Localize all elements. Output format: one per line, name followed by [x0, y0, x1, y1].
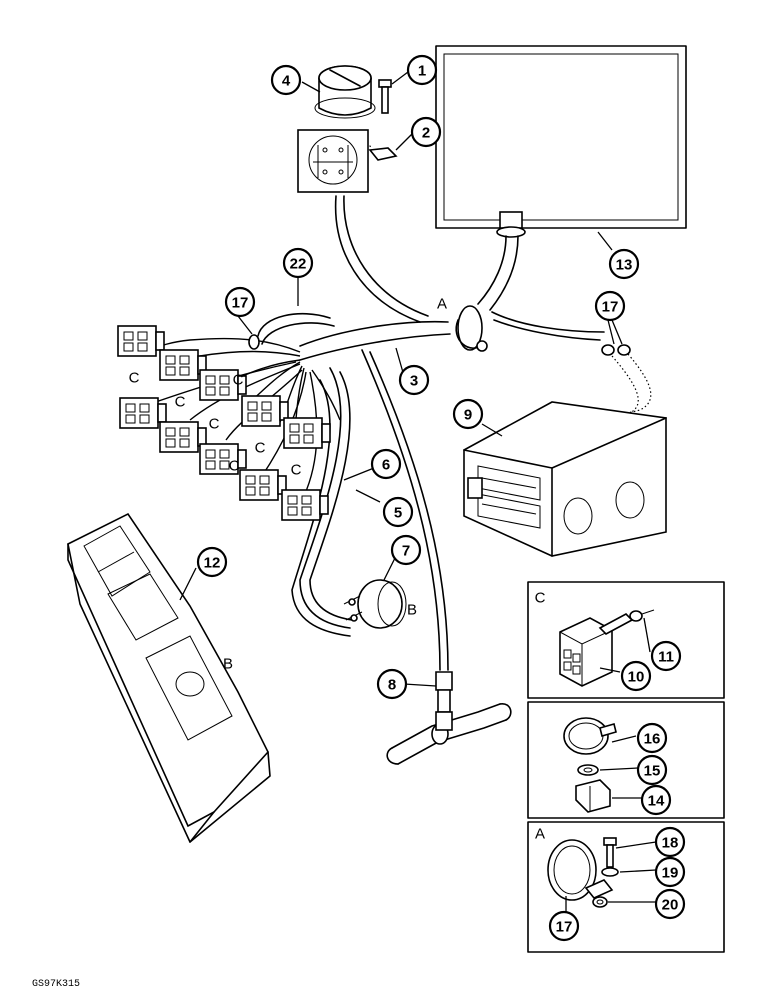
callout-22: 22 [282, 247, 314, 279]
callout-2: 2 [410, 116, 442, 148]
svg-text:10: 10 [628, 669, 645, 686]
washer-20 [601, 867, 619, 877]
svg-text:20: 20 [662, 897, 679, 914]
callout-13: 13 [608, 248, 640, 280]
callout-19: 18 [654, 826, 686, 858]
svg-text:8: 8 [388, 677, 396, 694]
p-clamp-18 [547, 839, 614, 901]
svg-text:15: 15 [644, 763, 661, 780]
label-C-4: C [233, 372, 244, 389]
connector-bundle [117, 325, 341, 521]
bolt-19 [603, 837, 617, 868]
callout-9: 9 [452, 398, 484, 430]
callouts: 1 2 4 22 17 17 13 3 9 6 5 12 7 8 11 10 1… [196, 54, 686, 942]
svg-text:16: 16 [644, 731, 661, 748]
callout-8: 8 [376, 668, 408, 700]
label-C-3: C [209, 416, 220, 433]
rotary-switch-4 [314, 65, 376, 119]
callout-3: 3 [398, 364, 430, 396]
retainer-14 [575, 779, 611, 813]
svg-text:17: 17 [602, 299, 619, 316]
label-A-main: A [437, 296, 447, 313]
svg-text:2: 2 [422, 125, 430, 142]
svg-text:17: 17 [556, 919, 573, 936]
svg-text:12: 12 [204, 555, 221, 572]
main-harness [257, 195, 605, 671]
callout-1: 1 [406, 54, 438, 86]
console-12 [67, 512, 271, 843]
heater-unit-9 [463, 401, 667, 557]
callout-14: 14 [640, 784, 672, 816]
bolt-1 [378, 79, 392, 114]
washer-15 [577, 764, 599, 776]
label-inset-C: C [535, 590, 546, 607]
callout-11: 11 [650, 640, 682, 672]
label-C-5: C [255, 440, 266, 457]
clip-2 [354, 131, 398, 161]
drawing-reference-code: GS97K315 [32, 979, 80, 990]
callout-18: 17 [548, 910, 580, 942]
svg-text:14: 14 [648, 793, 665, 810]
svg-text:9: 9 [464, 407, 472, 424]
callout-20: 19 [654, 856, 686, 888]
gauge-7 [343, 579, 407, 629]
svg-text:5: 5 [394, 505, 402, 522]
sender-8 [386, 671, 512, 765]
svg-text:4: 4 [282, 73, 291, 90]
svg-text:19: 19 [662, 865, 679, 882]
callout-10: 10 [620, 660, 652, 692]
label-C-2: C [175, 394, 186, 411]
inset-box-A [527, 821, 725, 953]
svg-text:6: 6 [382, 457, 390, 474]
callout-4: 4 [270, 64, 302, 96]
callout-6: 6 [370, 448, 402, 480]
connector-10 [559, 617, 613, 687]
label-C-7: C [291, 462, 302, 479]
callout-17-left: 17 [224, 286, 256, 318]
callout-7: 7 [390, 534, 422, 566]
svg-text:13: 13 [616, 257, 633, 274]
callout-5: 5 [382, 496, 414, 528]
leader-lines [179, 71, 657, 914]
svg-text:18: 18 [662, 835, 679, 852]
callout-17-right: 17 [594, 290, 626, 322]
label-B-gauge: B [407, 602, 417, 619]
callout-16: 16 [636, 722, 668, 754]
letter-labels: A B B C C C C C C C C A [129, 296, 546, 843]
callout-15: 15 [636, 754, 668, 786]
terminal-11 [598, 609, 655, 635]
svg-text:11: 11 [658, 649, 674, 666]
panel-13 [435, 45, 687, 238]
svg-text:1: 1 [418, 63, 426, 80]
callout-21: 20 [654, 888, 686, 920]
svg-text:7: 7 [402, 543, 410, 560]
switch-body [297, 129, 369, 193]
svg-text:22: 22 [290, 256, 307, 273]
terminal-17-left [248, 334, 260, 350]
nut-21 [592, 896, 608, 908]
svg-text:17: 17 [232, 295, 249, 312]
inset-box-clip [527, 701, 725, 819]
clamp-A-main [455, 305, 488, 352]
callout-12: 12 [196, 546, 228, 578]
label-C-1: C [129, 370, 140, 387]
inset-box-C [527, 581, 725, 699]
band-clamp-16 [563, 717, 617, 755]
label-B-console: B [223, 656, 233, 673]
svg-text:3: 3 [410, 373, 418, 390]
label-C-6: C [229, 458, 240, 475]
label-inset-A: A [535, 826, 545, 843]
